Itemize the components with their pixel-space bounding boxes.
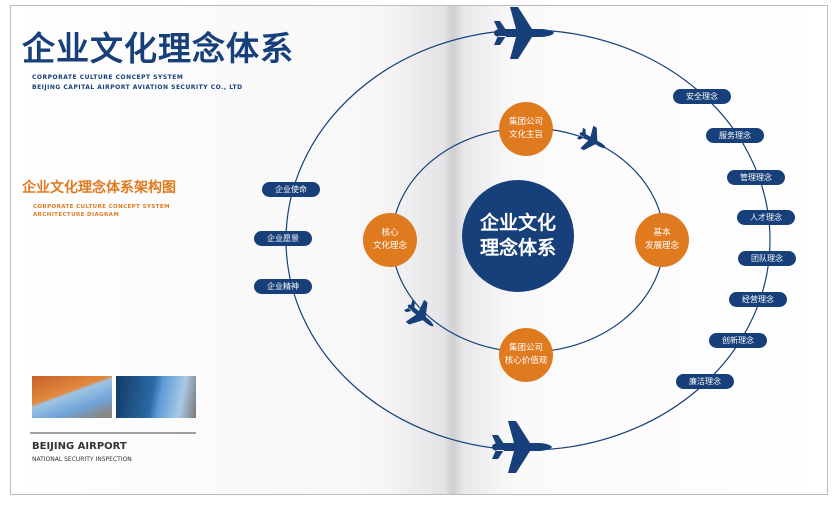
- company-name: BEIJING CAPITAL AIRPORT AVIATION SECURIT…: [32, 84, 243, 91]
- center-core-circle: 企业文化理念体系: [462, 180, 574, 292]
- pill-vision: 企业愿景: [254, 231, 312, 246]
- page-title: 企业文化理念体系: [22, 29, 294, 68]
- node-culture-theme: 集团公司文化主旨: [499, 102, 553, 156]
- node-label: 核心价值观: [504, 356, 548, 366]
- node-label: 基本: [653, 228, 671, 238]
- pill-talent: 人才理念: [737, 210, 795, 225]
- pill-operation: 经营理念: [729, 292, 787, 307]
- airplane-icon: [492, 421, 552, 473]
- pill-team: 团队理念: [738, 251, 796, 266]
- pill-management: 管理理念: [727, 170, 785, 185]
- section-title: 企业文化理念体系架构图: [22, 180, 176, 196]
- section-subtitle: CORPORATE CULTURE CONCEPT SYSTEM: [33, 204, 170, 210]
- node-core-values: 集团公司核心价值观: [499, 328, 553, 382]
- node-label: 核心: [381, 228, 399, 238]
- node-label: 发展理念: [644, 241, 679, 251]
- node-label: 集团公司: [508, 343, 543, 353]
- pill-service: 服务理念: [706, 128, 764, 143]
- node-label: 集团公司: [508, 117, 543, 127]
- pill-spirit: 企业精神: [254, 279, 312, 294]
- node-label: 文化主旨: [508, 130, 543, 140]
- section-subtitle-2: ARCHITECTURE DIAGRAM: [33, 212, 120, 218]
- node-label: 文化理念: [372, 241, 407, 251]
- pill-integrity: 廉洁理念: [676, 374, 734, 389]
- pill-mission: 企业使命: [262, 182, 320, 197]
- pill-innovation: 创新理念: [709, 333, 767, 348]
- airport-photo-interior: [116, 376, 196, 418]
- subtitle-en: CORPORATE CULTURE CONCEPT SYSTEM: [32, 74, 184, 81]
- airport-photo-terminal: [32, 376, 112, 418]
- airplane-icon: [576, 125, 606, 151]
- airplane-icon: [403, 299, 434, 327]
- footer-subtitle: NATIONAL SECURITY INSPECTION: [32, 456, 132, 463]
- pill-safety: 安全理念: [673, 89, 731, 104]
- center-line2: 理念体系: [479, 237, 556, 259]
- center-line1: 企业文化: [479, 212, 556, 234]
- node-core-concept: 核心文化理念: [363, 213, 417, 267]
- airplane-icon: [494, 7, 554, 59]
- node-development-concept: 基本发展理念: [635, 213, 689, 267]
- footer-title: BEIJING AIRPORT: [32, 441, 127, 452]
